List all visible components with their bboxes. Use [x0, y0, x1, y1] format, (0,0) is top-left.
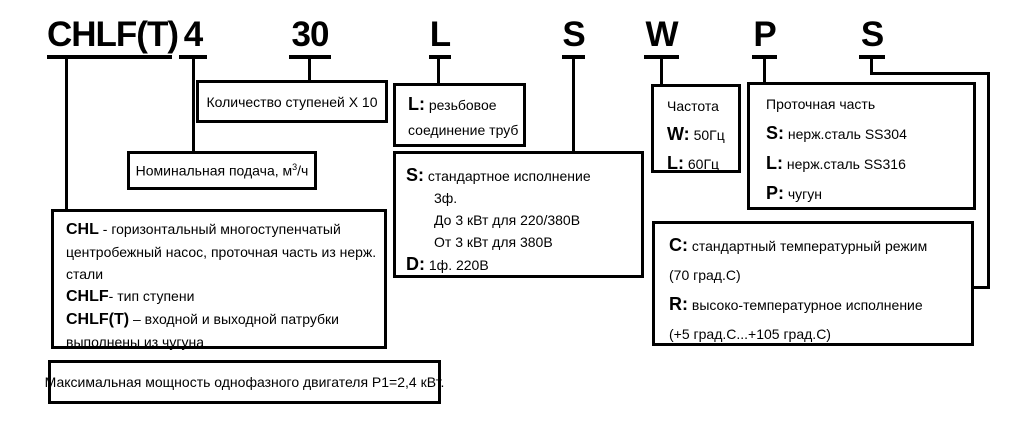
- code-part-series: CHLF(T): [47, 15, 179, 59]
- stages-box: Количество ступеней X 10: [196, 80, 388, 123]
- phase-single-label: 1ф. 220В: [428, 257, 489, 273]
- connection-key: L:: [408, 94, 425, 114]
- temperature-box: C: стандартный температурный режим (70 г…: [652, 221, 974, 346]
- connection-line-2: соединение труб: [408, 122, 519, 138]
- frequency-item-1-label: 50Гц: [693, 127, 725, 143]
- wetted-item-3-label: чугун: [787, 186, 823, 202]
- flow-label: Номинальная подача, м3/ч: [135, 162, 309, 179]
- connector-line-stages: [308, 59, 311, 81]
- connector-line-temperature-segment-3: [987, 72, 990, 289]
- temperature-standard-range: (70 град.С): [669, 267, 741, 283]
- code-part-connection: L: [429, 15, 451, 59]
- phase-detail-3: От 3 кВт для 380В: [434, 234, 553, 250]
- connection-box: L: резьбовое соединение труб: [393, 83, 526, 147]
- temperature-standard-key: C:: [669, 235, 688, 255]
- flow-superscript: 3: [292, 162, 298, 173]
- series-box: CHL - горизонтальный многоступенчатый це…: [51, 209, 387, 350]
- frequency-box: Частота W: 50Гц L: 60Гц: [651, 84, 741, 173]
- series-line-1: CHL - горизонтальный многоступенчатый: [66, 221, 341, 238]
- wetted-parts-box: Проточная часть S: нерж.сталь SS304 L: н…: [747, 82, 976, 210]
- series-line-2: центробежный насос, проточная часть из н…: [66, 244, 377, 260]
- temperature-high-key: R:: [669, 294, 688, 314]
- max-power-box: Максимальная мощность однофазного двигат…: [45, 360, 444, 404]
- wetted-item-2-key: L:: [766, 153, 783, 173]
- connector-line-temperature-segment-1: [870, 59, 873, 75]
- connector-line-connection: [437, 59, 440, 84]
- phase-detail-2: До 3 кВт для 220/380В: [434, 212, 581, 228]
- frequency-title: Частота: [667, 98, 719, 114]
- code-part-frequency: W: [644, 15, 679, 59]
- connector-line-flow: [192, 59, 195, 152]
- connector-line-phase: [572, 59, 575, 152]
- max-power-label: Максимальная мощность однофазного двигат…: [44, 374, 445, 390]
- wetted-item-1-key: S:: [766, 123, 784, 143]
- connection-line-1: резьбовое: [428, 97, 497, 113]
- temperature-high-range: (+5 град.С...+105 град.С): [669, 326, 831, 342]
- flow-box: Номинальная подача, м3/ч: [127, 151, 317, 190]
- wetted-item-3-key: P:: [766, 183, 784, 203]
- series-line-5: CHLF(T) – входной и выходной патрубки: [66, 311, 339, 328]
- connector-line-series: [65, 59, 68, 210]
- series-line-4: CHLF- тип ступени: [66, 288, 195, 305]
- series-line-3: стали: [66, 266, 104, 282]
- phase-standard-key: S:: [406, 165, 424, 185]
- code-part-flow: 4: [179, 15, 207, 59]
- code-part-temperature: S: [859, 15, 885, 59]
- connector-line-temperature-segment-4: [973, 286, 990, 289]
- code-part-stages: 30: [289, 15, 331, 59]
- temperature-standard-label: стандартный температурный режим: [691, 238, 928, 254]
- wetted-item-2-label: нерж.сталь SS316: [786, 156, 906, 172]
- connector-line-temperature-segment-2: [870, 72, 990, 75]
- code-part-wetted: P: [752, 15, 777, 59]
- stages-label: Количество ступеней X 10: [206, 93, 378, 110]
- frequency-item-1-key: W:: [667, 124, 690, 144]
- connector-line-frequency: [660, 59, 663, 85]
- frequency-item-2-label: 60Гц: [687, 156, 720, 172]
- series-line-6: выполнены из чугуна: [66, 334, 204, 350]
- wetted-item-1-label: нерж.сталь SS304: [787, 126, 907, 142]
- connector-line-wetted: [763, 59, 766, 83]
- frequency-item-2-key: L:: [667, 153, 684, 173]
- phase-single-key: D:: [406, 254, 425, 274]
- phase-detail-1: 3ф.: [434, 190, 458, 206]
- temperature-high-label: высоко-температурное исполнение: [691, 297, 923, 313]
- code-part-phase: S: [562, 15, 586, 59]
- wetted-title: Проточная часть: [766, 96, 876, 112]
- phase-box: S: стандартное исполнение 3ф. До 3 кВт д…: [393, 151, 644, 278]
